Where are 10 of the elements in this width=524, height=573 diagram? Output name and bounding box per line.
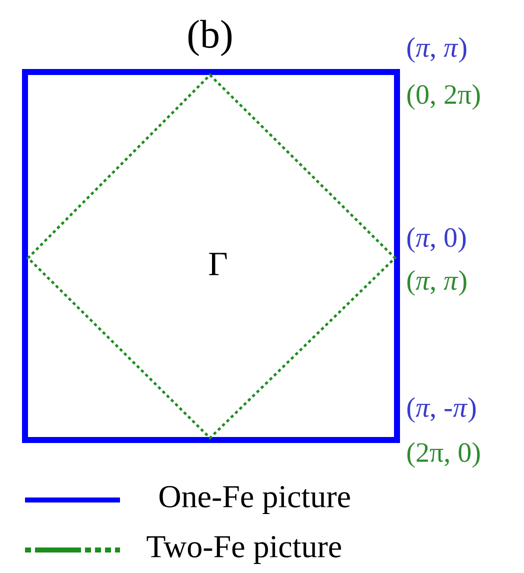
coordinate-label: (π, π) (407, 270, 466, 296)
coordinate-label: (π, π) (407, 37, 466, 63)
legend-label: Two-Fe picture (146, 536, 342, 564)
coordinate-label: (0, 2π) (407, 84, 480, 110)
coordinate-label: (2π, 0) (407, 442, 480, 468)
coordinate-label: (π, 0) (407, 227, 466, 253)
point-label: Γ (209, 252, 227, 276)
panel-label: (b) (188, 20, 232, 56)
legend-label: One-Fe picture (160, 486, 350, 514)
coordinate-label: (π, -π) (407, 397, 476, 423)
